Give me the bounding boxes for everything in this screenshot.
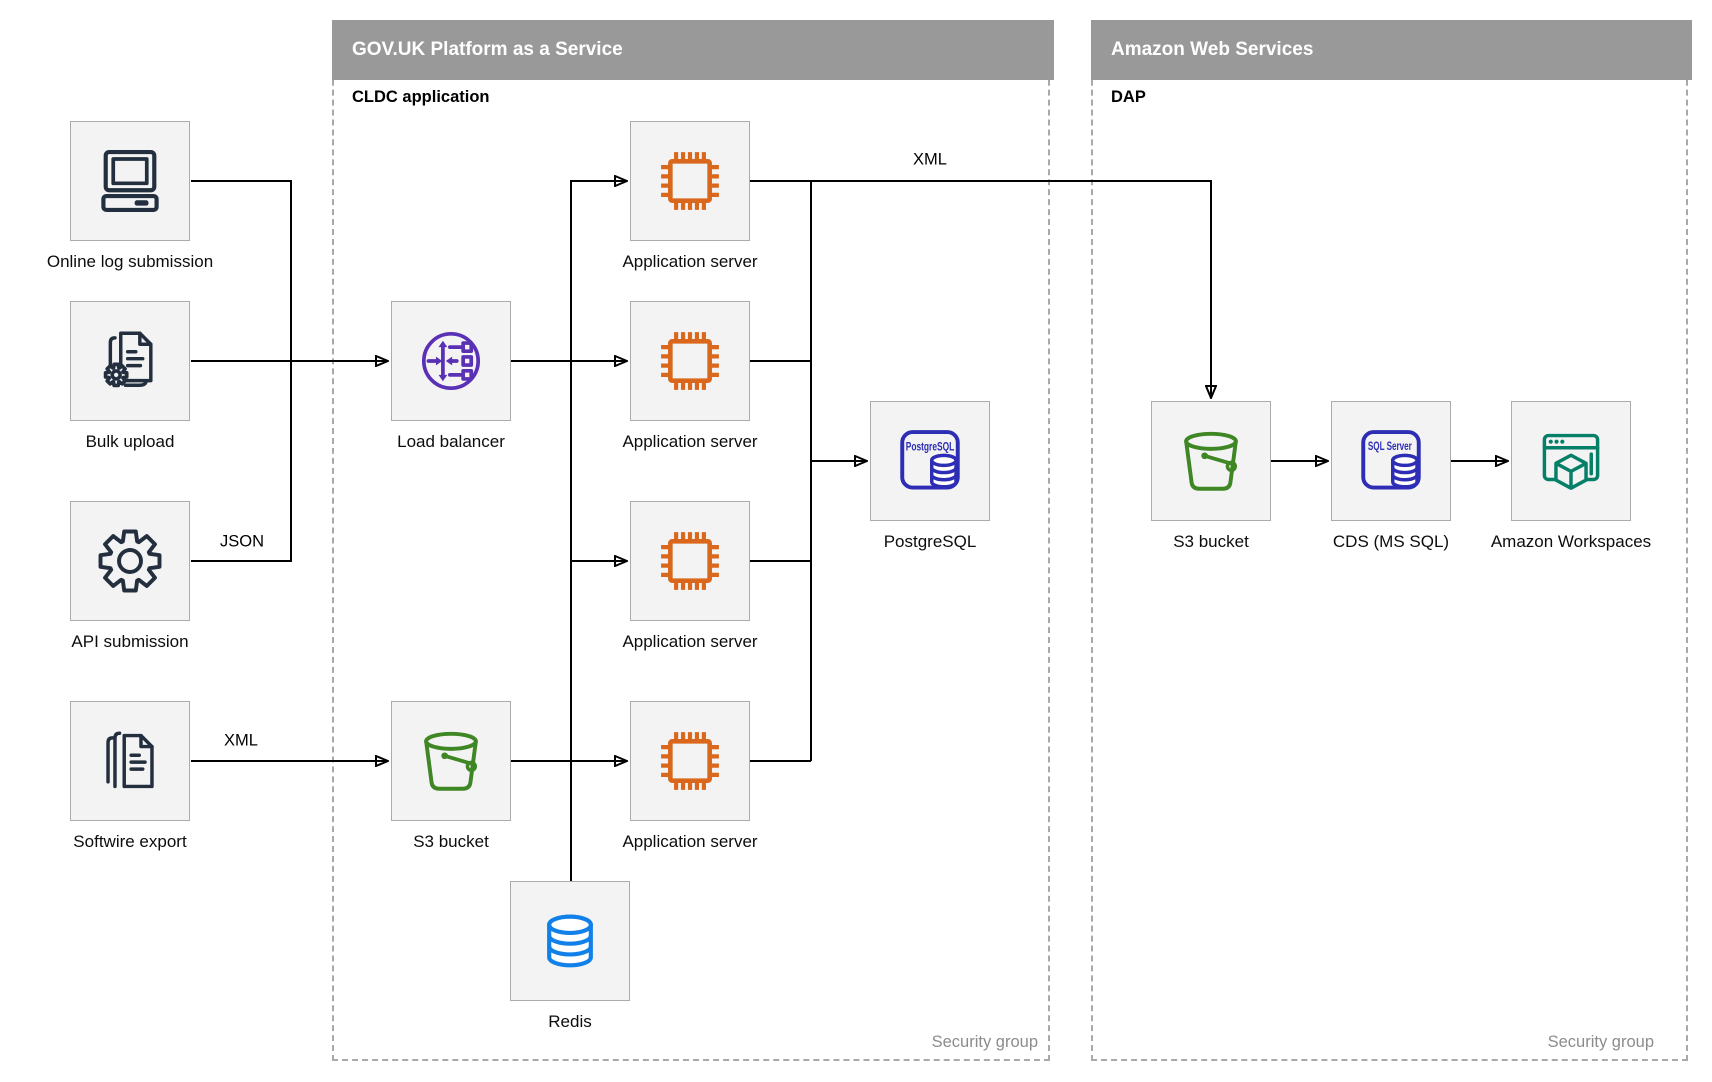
node-bulk-upload [70, 301, 190, 421]
node-postgresql: PostgreSQL [870, 401, 990, 521]
gear-icon [98, 529, 162, 593]
node-label: Application server [622, 832, 758, 851]
node-label: Amazon Workspaces [1490, 532, 1652, 551]
node-application-server-3 [630, 501, 750, 621]
node-application-server-4 [630, 701, 750, 821]
paas-security-group-label: Security group [931, 1033, 1038, 1051]
document-gear-icon [103, 331, 153, 388]
node-label: S3 bucket [413, 832, 489, 851]
node-label: Application server [622, 252, 758, 271]
aws-header-bar: Amazon Web Services [1091, 20, 1692, 80]
chip-icon [661, 332, 719, 390]
computer-icon [101, 150, 159, 212]
node-label: CDS (MS SQL) [1332, 532, 1450, 551]
node-label: Softwire export [73, 832, 187, 851]
node-label: PostgreSQL [883, 532, 977, 551]
node-label: Redis [548, 1012, 592, 1031]
redis-cylinder-icon [547, 914, 593, 968]
bucket-icon [424, 731, 478, 791]
edge-label-xml-feed: XML [913, 150, 947, 169]
node-amazon-workspaces [1511, 401, 1631, 521]
paas-sublabel: CLDC application [352, 88, 490, 106]
aws-security-group-container: Amazon Web Services DAP Security group [1091, 20, 1692, 1061]
aws-title: Amazon Web Services [1111, 39, 1314, 60]
postgresql-icon: PostgreSQL [900, 430, 960, 490]
node-label: Application server [622, 632, 758, 651]
sql-server-icon-text: SQL Server [1368, 441, 1412, 453]
node-application-server-1 [630, 121, 750, 241]
chip-icon [661, 152, 719, 210]
chip-icon [661, 532, 719, 590]
sql-server-icon: SQL Server [1361, 430, 1421, 490]
postgresql-icon-text: PostgreSQL [906, 440, 955, 454]
node-s3-bucket-paas [391, 701, 511, 821]
edge-label-json: JSON [219, 532, 265, 551]
node-label: API submission [71, 632, 189, 651]
node-label: Online log submission [46, 252, 214, 271]
node-label: Application server [622, 432, 758, 451]
load-balancer-icon [421, 331, 481, 391]
aws-security-group-label: Security group [1547, 1033, 1654, 1051]
chip-icon [661, 732, 719, 790]
node-label: Bulk upload [85, 432, 175, 451]
node-api-submission [70, 501, 190, 621]
node-application-server-2 [630, 301, 750, 421]
node-label: S3 bucket [1173, 532, 1249, 551]
node-load-balancer [391, 301, 511, 421]
paas-header-bar: GOV.UK Platform as a Service [332, 20, 1054, 80]
document-stack-icon [106, 731, 154, 789]
workspaces-icon [1542, 433, 1600, 490]
node-softwire-export [70, 701, 190, 821]
node-online-log-submission [70, 121, 190, 241]
aws-sublabel: DAP [1111, 88, 1146, 106]
edge-label-xml-export: XML [224, 731, 258, 750]
node-s3-bucket-aws [1151, 401, 1271, 521]
paas-title: GOV.UK Platform as a Service [352, 39, 623, 60]
node-redis [510, 881, 630, 1001]
bucket-icon [1184, 431, 1238, 491]
paas-security-group-container: GOV.UK Platform as a Service CLDC applic… [332, 20, 1054, 1061]
node-label: Load balancer [397, 432, 505, 451]
node-cds-mssql: SQL Server [1331, 401, 1451, 521]
